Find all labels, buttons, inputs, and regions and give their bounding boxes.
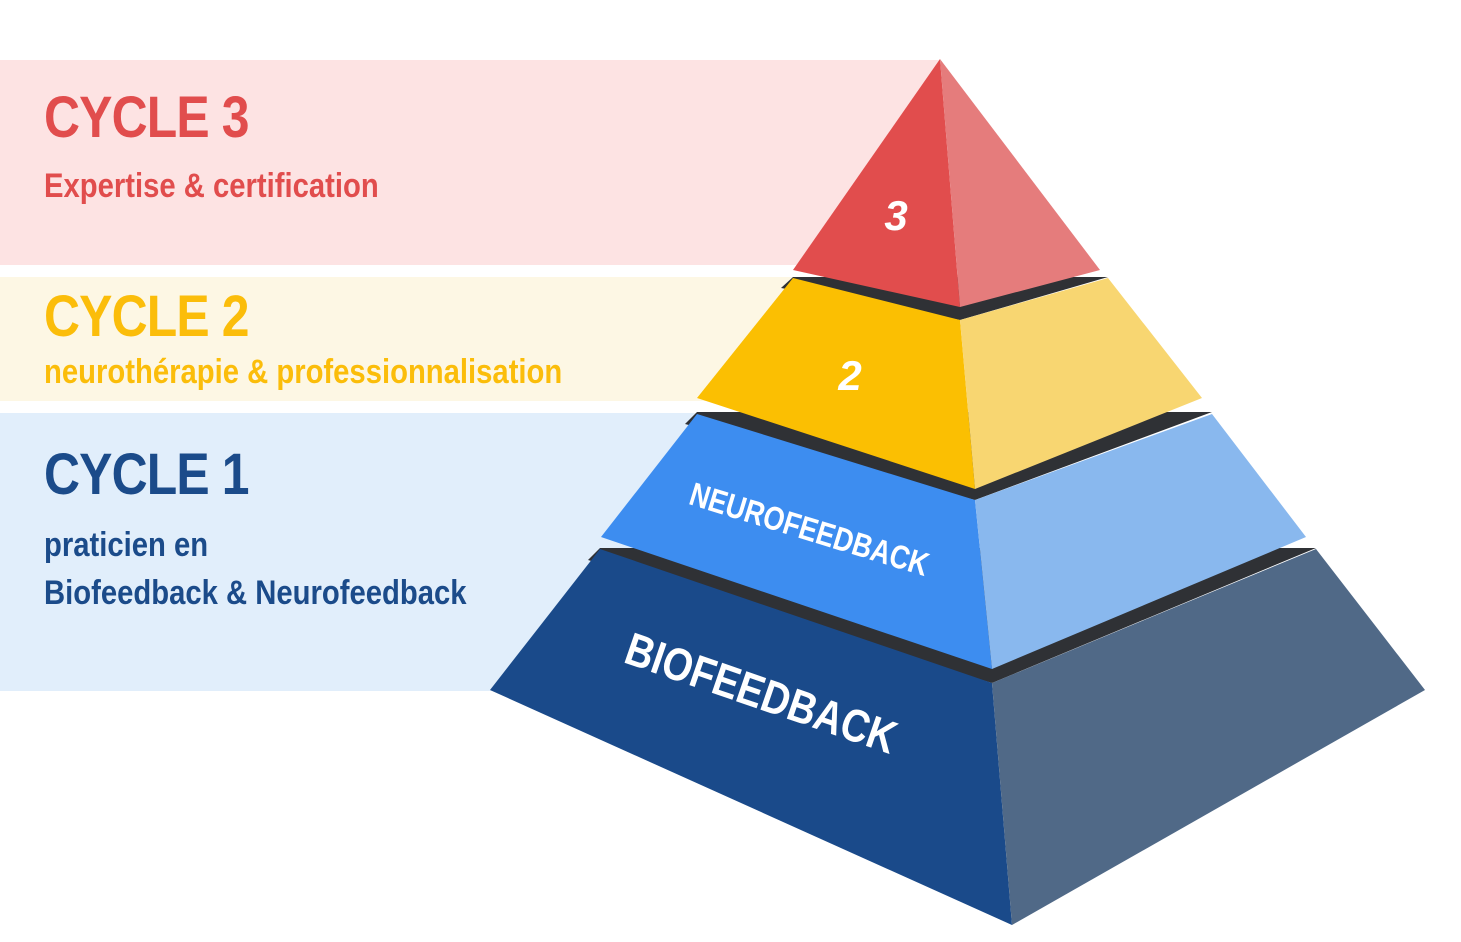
pyramid-tier-3-label: 3 xyxy=(884,192,907,239)
cycle-2-title: CYCLE 2 xyxy=(44,284,249,349)
cycle-3-band: CYCLE 3 Expertise & certification xyxy=(0,60,940,265)
cycle-3-title: CYCLE 3 xyxy=(44,85,249,150)
cycle-2-subtitle: neurothérapie & professionnalisation xyxy=(44,353,563,391)
cycle-1-subtitle-line-2: Biofeedback & Neurofeedback xyxy=(44,574,467,612)
cycle-1-band: CYCLE 1 praticien en Biofeedback & Neuro… xyxy=(0,413,700,691)
pyramid-tier-biofeedback: BIOFEEDBACK xyxy=(490,549,1425,925)
pyramid-tier-neurofeedback-side xyxy=(975,414,1306,669)
pyramid-tier-neurofeedback: NEUROFEEDBACK xyxy=(601,414,1306,669)
pyramid-tier-3-front xyxy=(793,59,960,307)
cycle-1-subtitle-line-1: praticien en xyxy=(44,526,209,564)
pyramid-tier-neurofeedback-front xyxy=(601,414,992,669)
cycle-1-title: CYCLE 1 xyxy=(44,442,249,507)
pyramid-tier-2-label: 2 xyxy=(837,352,861,399)
pyramid-tier-2-side xyxy=(960,278,1202,489)
pyramid-tier-2-front xyxy=(697,278,975,489)
cycle-3-subtitle: Expertise & certification xyxy=(44,167,379,205)
pyramid-tier-3-side xyxy=(940,59,1100,307)
pyramid-tier-2: 2 xyxy=(697,278,1202,489)
cycle-2-band: CYCLE 2 neurothérapie & professionnalisa… xyxy=(0,277,800,401)
pyramid-tier-biofeedback-side xyxy=(992,549,1425,925)
pyramid-tier-biofeedback-front xyxy=(490,549,1012,925)
pyramid-tier-3: 3 xyxy=(793,59,1100,307)
